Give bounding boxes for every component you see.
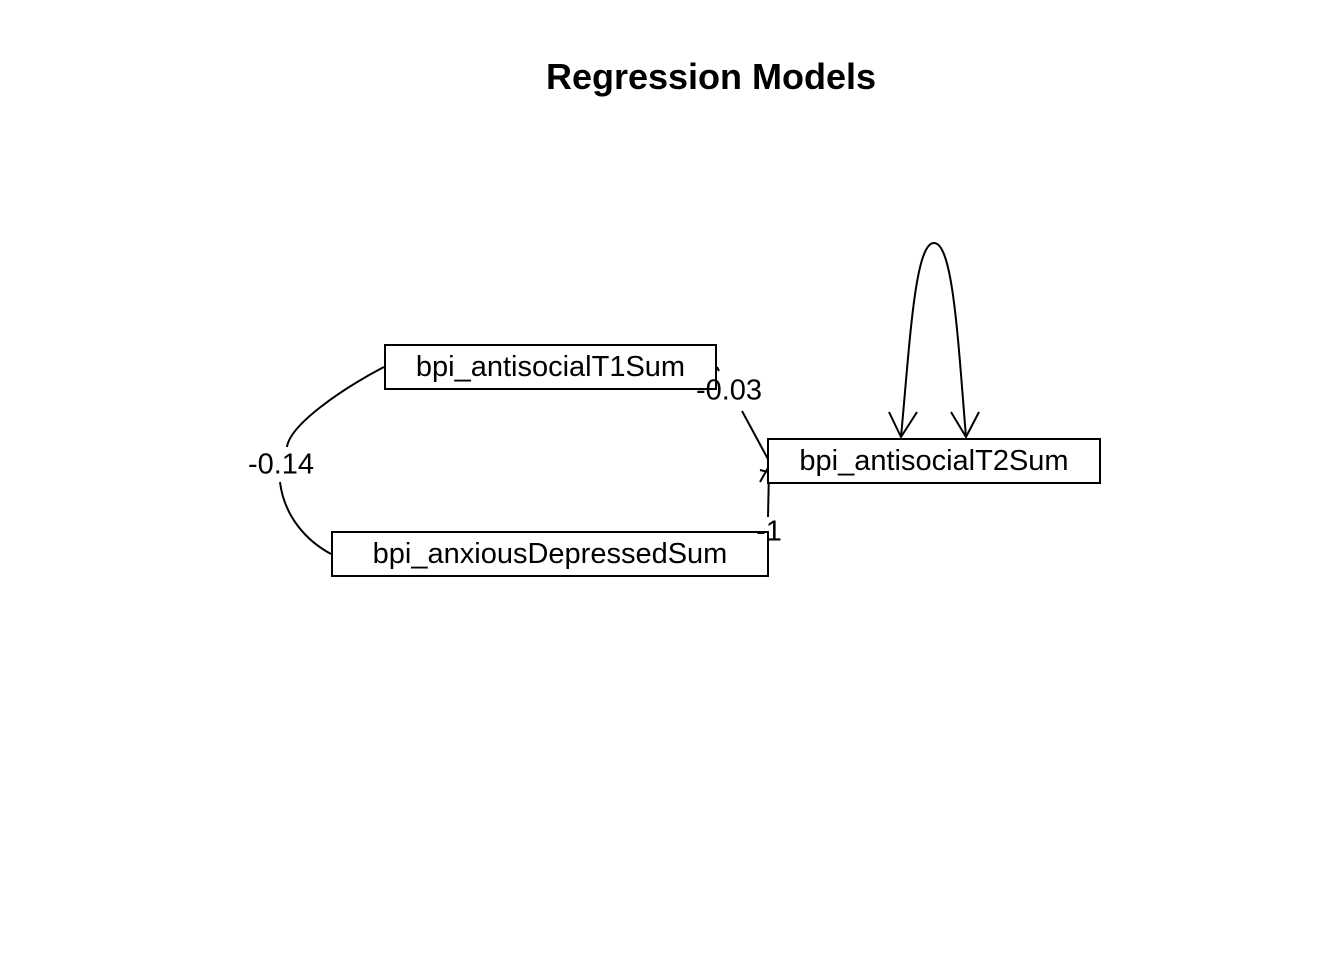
covariance-edge-t1-anxious-lower — [279, 481, 332, 555]
arrowhead-loop-left — [888, 411, 918, 440]
covariance-edge-t1-anxious — [286, 366, 385, 448]
arrowhead-loop-right — [950, 411, 980, 440]
node-antisocial-t1: bpi_antisocialT1Sum — [384, 344, 717, 390]
covariance-label: -0.14 — [247, 448, 315, 481]
diagram-title: Regression Models — [545, 56, 877, 97]
node-antisocial-t2: bpi_antisocialT2Sum — [767, 438, 1101, 484]
regression-edge-t1-t2-stub — [716, 366, 720, 372]
node-anxious-depressed: bpi_anxiousDepressedSum — [331, 531, 769, 577]
regression-label-anxious: -1 — [756, 515, 782, 548]
regression-label-t1: -0.03 — [695, 374, 763, 407]
residual-variance-loop — [900, 241, 967, 438]
